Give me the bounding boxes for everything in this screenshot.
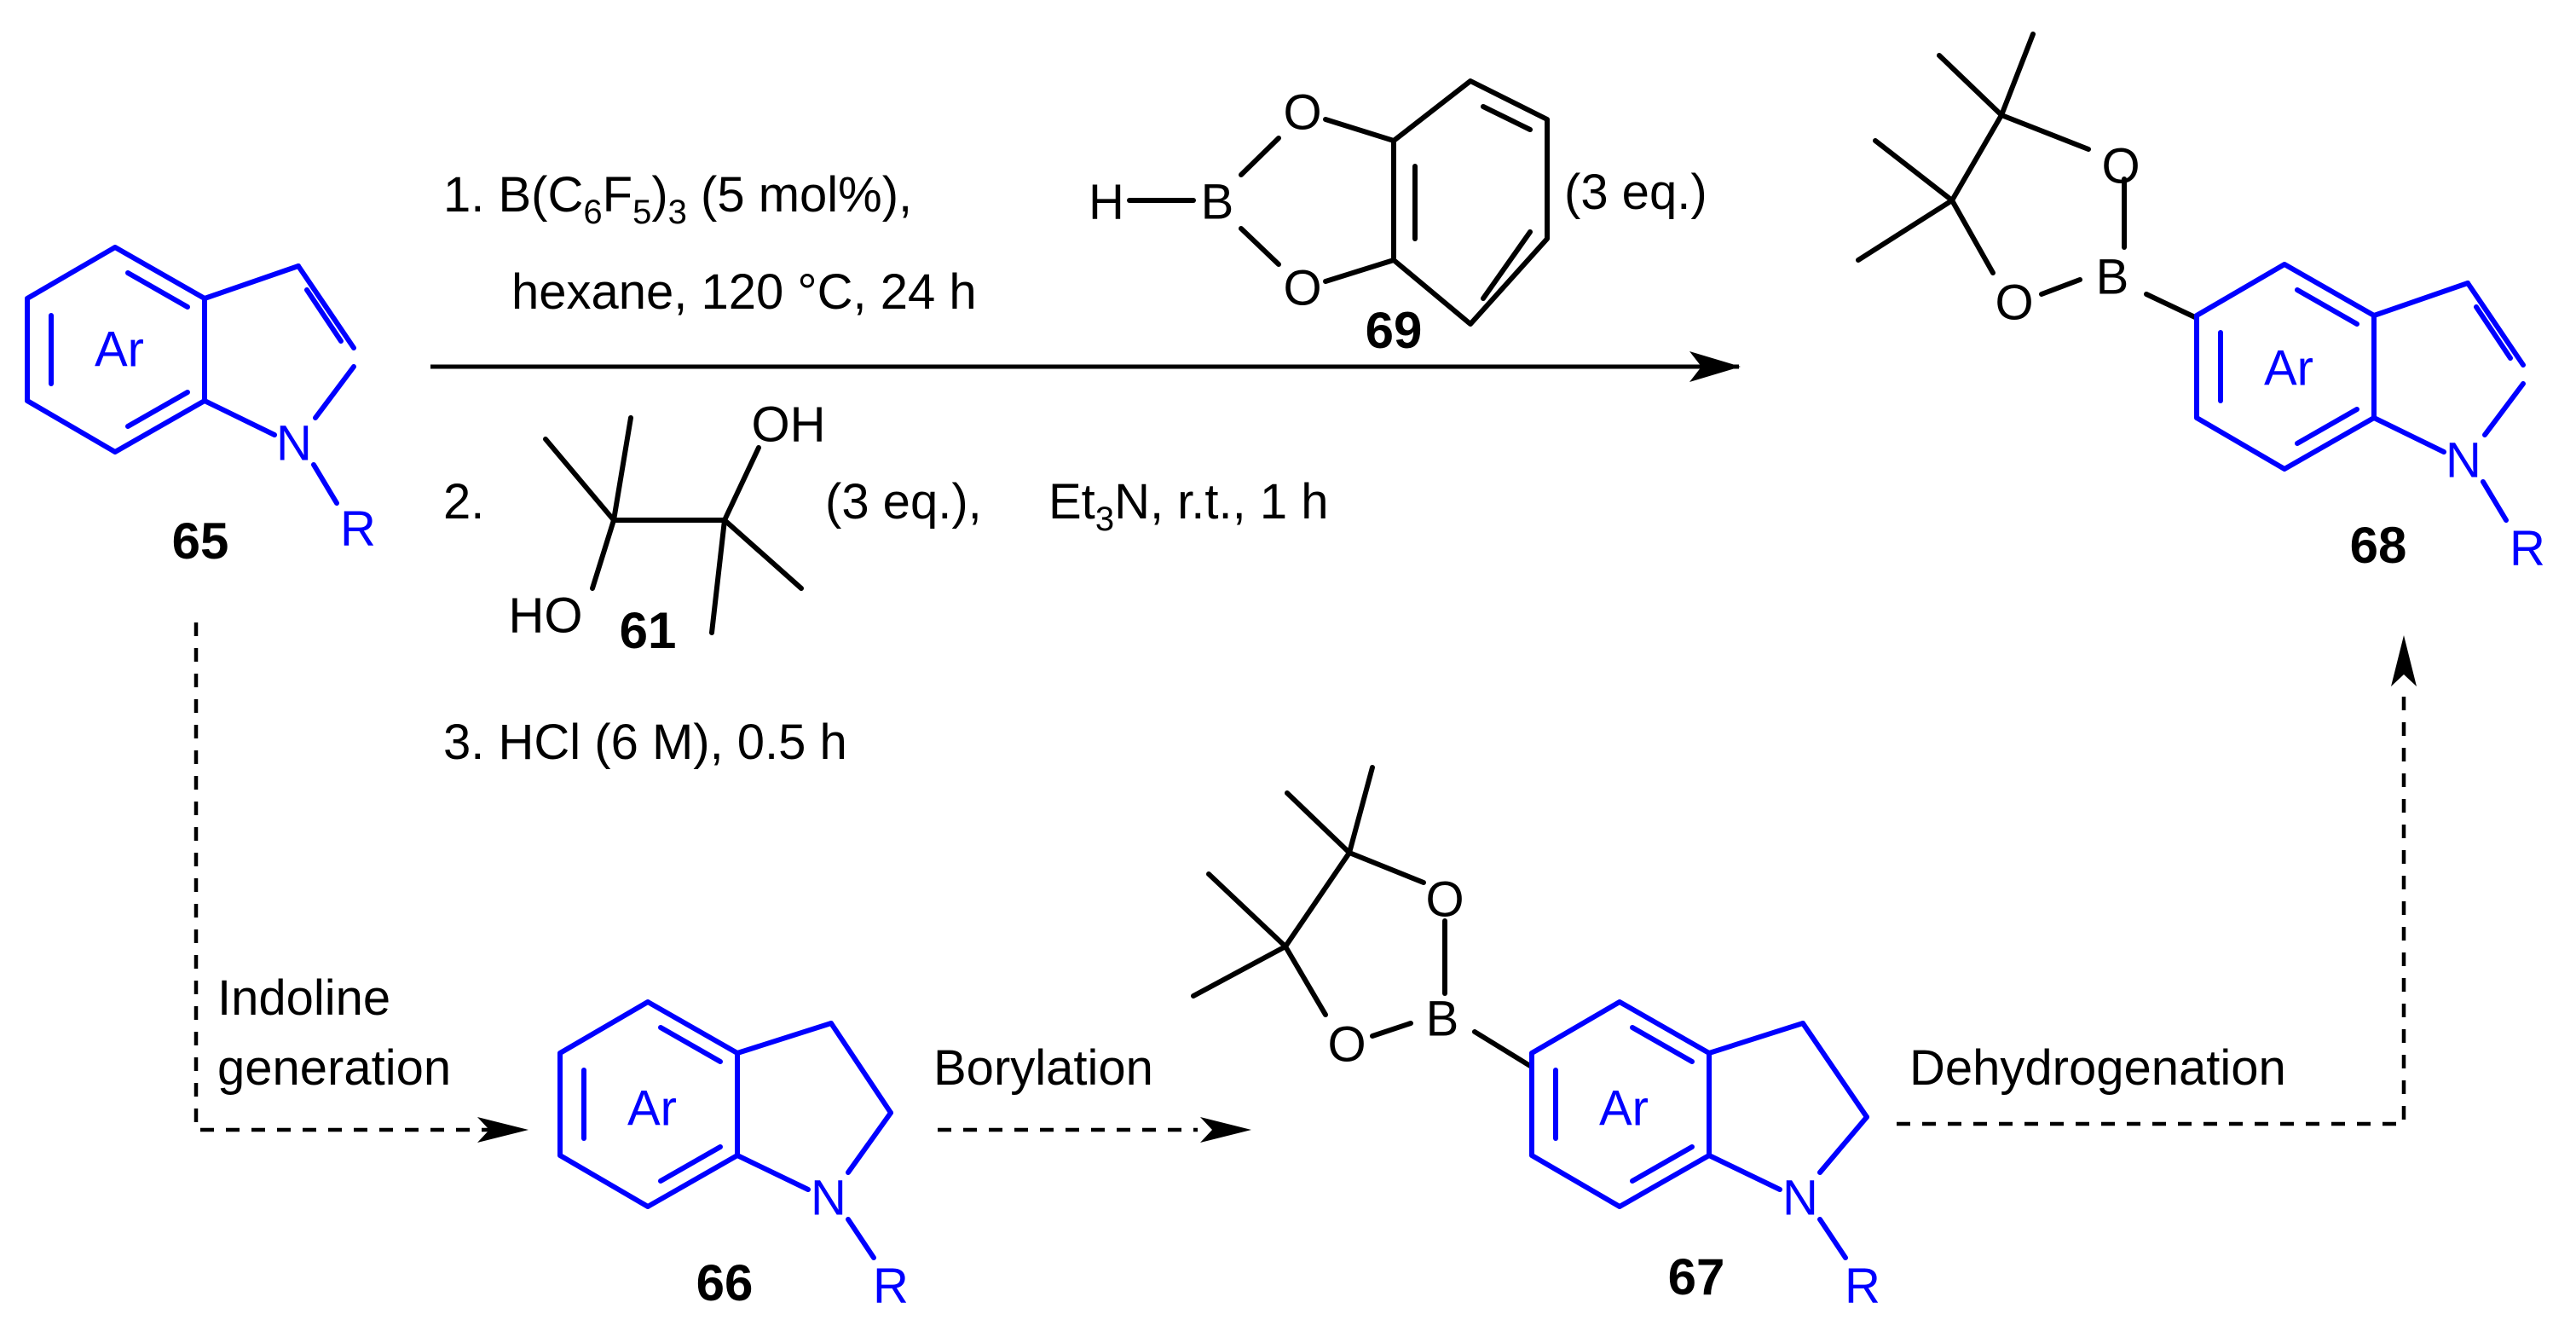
compound-69-bonds [1127,78,1550,327]
dehydrogenation-label: Dehydrogenation [1909,1040,2286,1096]
compound-69-oxygen-top: O [1283,85,1321,141]
compound-65-bonds [25,245,356,506]
compound-65-label: 65 [172,512,229,570]
compound-68-r-group: R [2510,521,2545,576]
borylation-arrowhead [1200,1117,1251,1143]
compound-66-ring-label: Ar [627,1081,677,1137]
compound-65-nitrogen: N [276,416,312,472]
compound-67-r-group: R [1845,1259,1880,1314]
step2-equivalents: (3 eq.), [825,474,982,530]
step3-conditions: 3. HCl (6 M), 0.5 h [443,715,847,770]
compound-69-oxygen-bottom: O [1283,261,1321,316]
compound-69-boron: B [1201,175,1234,230]
compound-68-oxygen-top: O [2101,139,2140,194]
compound-68-nitrogen: N [2446,433,2481,489]
compound-67-boryl-indoline: O O B Ar N R 67 [1191,765,1880,1314]
compound-67-nitrogen: N [1782,1171,1818,1226]
compound-68-core-bonds [2194,262,2526,523]
step1-line2: hexane, 120 °C, 24 h [511,264,977,320]
compound-65-indole: Ar N R 65 [25,245,376,570]
compound-67-pinacol-bonds [1191,765,1533,1068]
dehydrogenation-arrow [1897,686,2406,1126]
step2-number: 2. [443,474,484,530]
compound-61-hydroxyl-bottom: HO [509,588,583,644]
step2-base: Et3N, r.t., 1 h [1048,474,1329,538]
indoline-generation-label-1: Indoline [217,970,390,1026]
compound-67-ring-label: Ar [1599,1081,1649,1137]
compound-61-bonds [543,415,804,635]
compound-68-ring-label: Ar [2264,341,2313,397]
compound-68-boryl-indole: O O B Ar N R 68 [1856,32,2545,576]
compound-66-r-group: R [873,1259,909,1314]
compound-66-nitrogen: N [811,1171,846,1226]
borylation-label: Borylation [933,1040,1153,1096]
compound-69-label: 69 [1366,302,1423,359]
compound-66-bonds [557,999,893,1260]
compound-61-pinacol: OH HO 61 [509,397,826,660]
compound-67-oxygen-left: O [1327,1017,1366,1073]
compound-61-label: 61 [620,602,677,659]
indoline-generation-label-2: generation [217,1040,451,1096]
compound-68-oxygen-left: O [1995,275,2033,331]
compound-67-label: 67 [1668,1248,1725,1305]
dehydrogenation-arrowhead [2391,635,2417,686]
compound-69-hydrogen: H [1089,175,1124,230]
compound-66-indoline: Ar N R 66 [557,999,909,1314]
compound-61-hydroxyl-top: OH [752,397,826,453]
compound-67-boron: B [1426,992,1459,1047]
compound-68-pinacol-bonds [1856,32,2198,320]
compound-68-label: 68 [2350,517,2407,574]
indoline-generation-arrowhead [477,1117,528,1143]
compound-65-r-group: R [340,501,376,557]
step1-equivalents: (3 eq.) [1564,165,1707,220]
compound-65-ring-label: Ar [95,322,144,378]
compound-67-core-bonds [1529,999,1869,1260]
indoline-generation-arrow [193,622,511,1132]
step1-line1: 1. B(C6F5)3 (5 mol%), [443,167,912,231]
compound-66-label: 66 [696,1254,754,1311]
compound-69-catecholborane: H B O O 69 [1089,78,1550,359]
compound-68-boron: B [2096,250,2129,305]
compound-67-oxygen-top: O [1425,872,1464,928]
